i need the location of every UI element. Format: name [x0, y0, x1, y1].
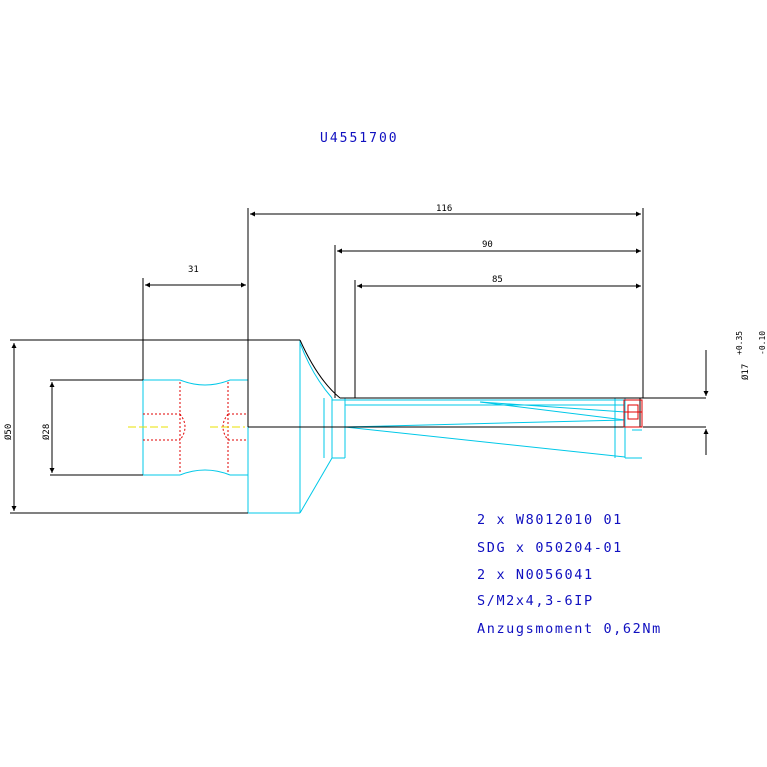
dim-116: 116: [436, 204, 452, 214]
note-line-4: S/M2x4,3-6IP: [477, 593, 594, 609]
tol-upper: +0.35: [735, 331, 744, 355]
note-line-5: Anzugsmoment 0,62Nm: [477, 621, 662, 637]
note-line-2: SDG x 050204-01: [477, 540, 623, 556]
part-outline: [10, 208, 709, 514]
dim-31: 31: [188, 265, 199, 275]
note-line-1: 2 x W8012010 01: [477, 512, 623, 528]
tool-body-cyan: [142, 340, 642, 514]
dim-dia50: Ø50: [3, 424, 14, 440]
dim-90: 90: [482, 240, 493, 250]
tol-lower: -0.10: [758, 331, 767, 355]
dim-dia28: Ø28: [41, 424, 52, 440]
dim-85: 85: [492, 275, 503, 285]
note-line-3: 2 x N0056041: [477, 567, 594, 583]
part-number: U4551700: [320, 131, 399, 146]
insert-red: [623, 399, 643, 428]
dim-dia17: Ø17: [740, 364, 751, 380]
